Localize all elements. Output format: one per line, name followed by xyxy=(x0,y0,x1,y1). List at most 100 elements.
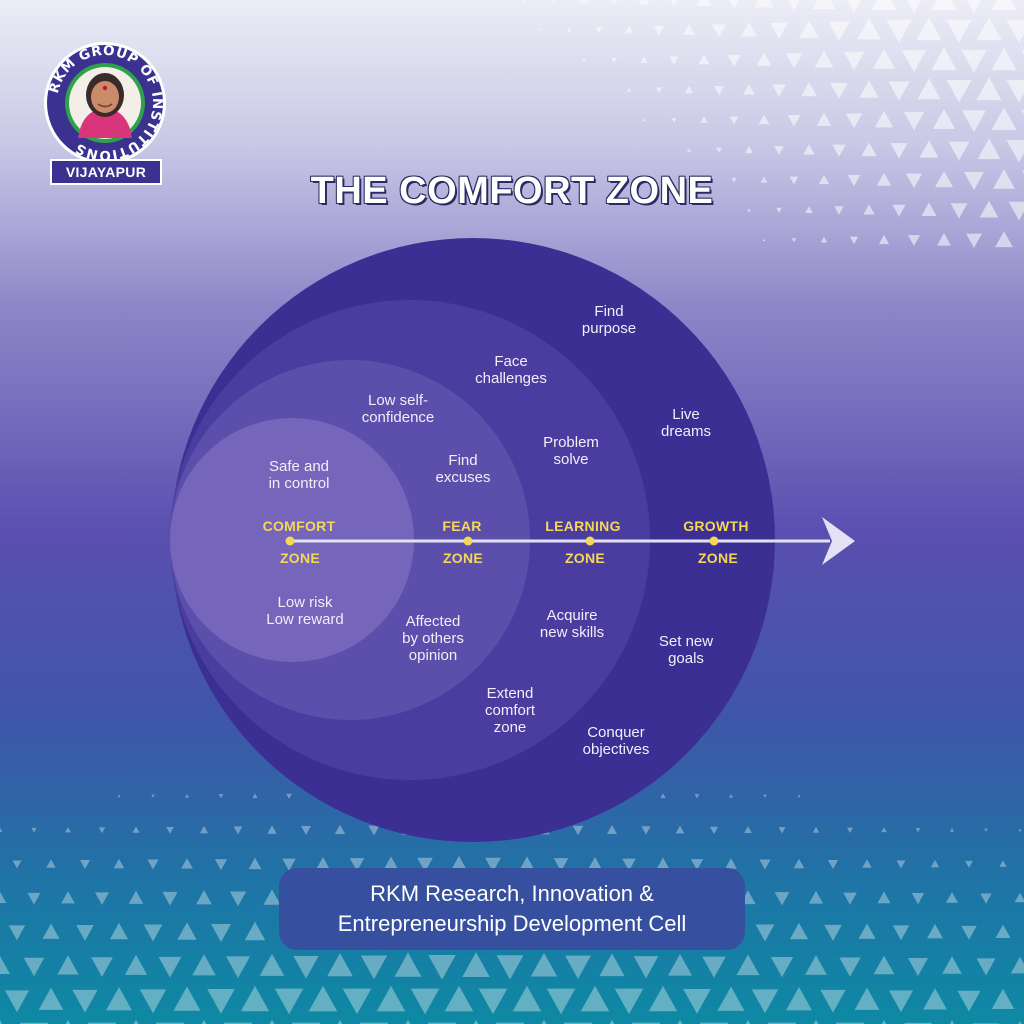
pattern-triangle xyxy=(949,827,955,832)
learning-text: Extend comfort zone xyxy=(484,685,536,736)
pattern-triangle xyxy=(854,987,880,1010)
zone-marker xyxy=(709,536,719,546)
pattern-triangle xyxy=(113,858,125,869)
pattern-triangle xyxy=(233,826,243,835)
pattern-triangle xyxy=(595,27,603,34)
pattern-triangle xyxy=(132,826,140,833)
pattern-triangle xyxy=(967,0,981,13)
pattern-triangle xyxy=(201,1019,207,1024)
zone-label-learning-sub: ZONE xyxy=(564,550,606,566)
pattern-triangle xyxy=(98,827,106,834)
pattern-triangle xyxy=(743,84,755,95)
pattern-triangle xyxy=(812,0,836,10)
pattern-triangle xyxy=(827,859,839,870)
pattern-triangle xyxy=(478,988,508,1015)
pattern-triangle xyxy=(991,47,1017,71)
pattern-triangle xyxy=(847,175,861,187)
pattern-triangle xyxy=(793,858,805,869)
pattern-triangle xyxy=(774,892,790,906)
pattern-triangle xyxy=(450,855,468,871)
pattern-triangle xyxy=(316,857,330,870)
pattern-triangle xyxy=(229,891,247,907)
footer-line-1: RKM Research, Innovation & xyxy=(370,881,654,906)
pattern-triangle xyxy=(655,87,663,94)
pattern-triangle xyxy=(961,925,977,940)
pattern-triangle xyxy=(660,793,666,799)
pattern-triangle xyxy=(519,856,535,871)
pattern-triangle xyxy=(931,0,957,11)
pattern-triangle xyxy=(770,957,794,978)
pattern-triangle xyxy=(871,0,897,11)
pattern-triangle xyxy=(42,923,60,939)
growth-text: Live dreams xyxy=(660,406,712,440)
pattern-triangle xyxy=(805,955,827,975)
pattern-triangle xyxy=(930,859,940,868)
pattern-triangle xyxy=(736,954,760,976)
pattern-triangle xyxy=(308,985,338,1012)
pattern-triangle xyxy=(624,25,634,34)
pattern-triangle xyxy=(244,921,266,941)
comfort-text: Safe and in control xyxy=(268,458,330,492)
pattern-triangle xyxy=(890,143,908,159)
pattern-triangle xyxy=(334,824,346,835)
pattern-triangle xyxy=(552,0,556,3)
zone-label-growth: GROWTH xyxy=(683,518,749,534)
pattern-triangle xyxy=(934,170,954,188)
pattern-triangle xyxy=(72,989,98,1013)
growth-text: Set new goals xyxy=(658,633,714,667)
pattern-triangle xyxy=(834,206,844,215)
pattern-triangle xyxy=(881,827,887,833)
pattern-triangle xyxy=(444,985,474,1012)
pattern-triangle xyxy=(1014,892,1024,903)
pattern-triangle xyxy=(984,828,988,832)
pattern-triangle xyxy=(877,891,891,904)
pattern-triangle xyxy=(876,172,892,186)
pattern-triangle xyxy=(830,82,848,99)
pattern-triangle xyxy=(915,828,921,833)
pattern-triangle xyxy=(991,0,1017,11)
pattern-triangle xyxy=(921,202,937,217)
pattern-triangle xyxy=(669,56,679,65)
pattern-triangle xyxy=(964,172,984,190)
pattern-triangle xyxy=(248,857,262,870)
pattern-triangle xyxy=(485,857,501,872)
pattern-triangle xyxy=(240,985,270,1012)
pattern-triangle xyxy=(805,206,813,213)
pattern-triangle xyxy=(725,858,737,869)
pattern-triangle xyxy=(946,892,958,903)
pattern-triangle xyxy=(282,858,296,871)
pattern-triangle xyxy=(700,116,708,123)
pattern-triangle xyxy=(687,148,691,152)
pattern-triangle xyxy=(747,208,751,212)
pattern-triangle xyxy=(950,1020,954,1024)
pattern-triangle xyxy=(410,988,440,1015)
pattern-triangle xyxy=(1010,956,1024,974)
pattern-triangle xyxy=(818,174,830,185)
pattern-triangle xyxy=(946,19,972,43)
pattern-triangle xyxy=(863,204,875,215)
pattern-triangle xyxy=(106,987,132,1011)
comfort-text: Low risk Low reward xyxy=(266,594,344,628)
pattern-triangle xyxy=(916,17,942,41)
pattern-triangle xyxy=(670,0,678,7)
pattern-triangle xyxy=(587,856,603,870)
zone-label-comfort: COMFORT xyxy=(262,518,336,534)
pattern-triangle xyxy=(847,827,853,833)
pattern-triangle xyxy=(977,138,1001,160)
pattern-triangle xyxy=(109,922,129,940)
pattern-triangle xyxy=(1006,19,1024,43)
pattern-triangle xyxy=(727,54,741,67)
pattern-triangle xyxy=(181,858,193,869)
pattern-triangle xyxy=(38,987,64,1010)
pattern-triangle xyxy=(907,235,921,247)
pattern-triangle xyxy=(173,986,201,1011)
pattern-triangle xyxy=(711,24,727,38)
pattern-triangle xyxy=(0,827,3,832)
pattern-triangle xyxy=(728,793,734,798)
pattern-triangle xyxy=(843,892,857,905)
pattern-triangle xyxy=(611,0,617,5)
pattern-triangle xyxy=(671,117,677,123)
pattern-triangle xyxy=(901,50,927,73)
pattern-triangle xyxy=(905,173,923,189)
